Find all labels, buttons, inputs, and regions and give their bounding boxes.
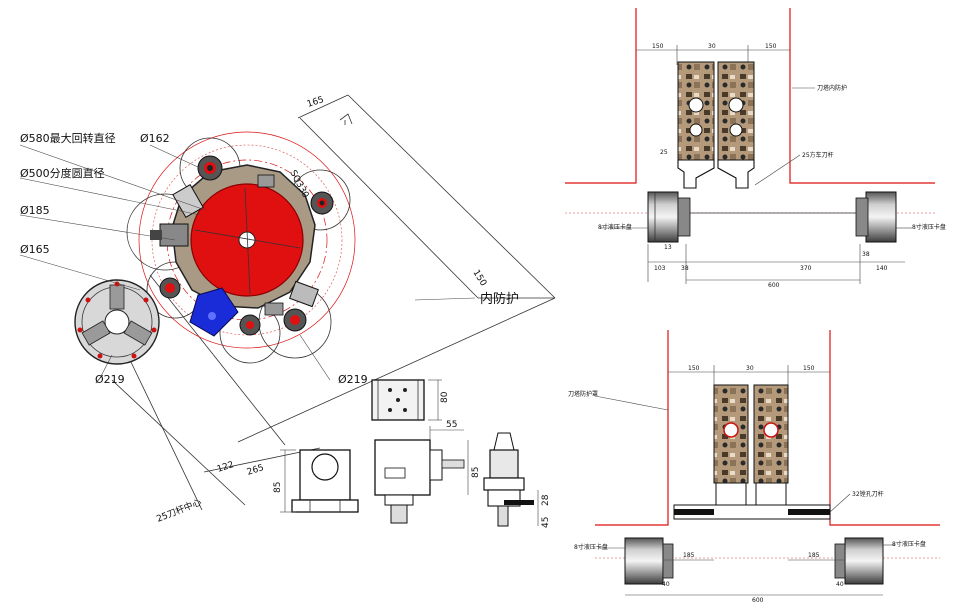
dim-122: 122	[216, 460, 235, 475]
br-chuck-left	[624, 537, 674, 585]
br-dim-150b: 150	[803, 365, 815, 372]
br-dim-150a: 150	[688, 365, 700, 372]
tr-dim-140: 140	[876, 265, 888, 272]
br-label-chuck-right: 8寸液压卡盘	[892, 540, 926, 548]
tr-dim-38a: 38	[681, 265, 689, 272]
label-d185: Ø185	[20, 204, 50, 217]
tr-label-tool: 25方车刀杆	[802, 151, 834, 159]
tr-label-chuck-right: 8寸液压卡盘	[912, 223, 946, 231]
tr-dim-150b: 150	[765, 43, 777, 50]
dim-holder-85: 85	[471, 467, 481, 478]
tr-dim-600: 600	[768, 282, 780, 289]
label-inner-guard: 内防护	[480, 291, 519, 307]
top-right-layout: 150 30 150 25 刀塔内防护 25方车刀杆 8寸液压卡盘	[565, 8, 946, 289]
vertical-tool: 28 45	[483, 432, 551, 528]
tr-dim-25: 25	[660, 149, 668, 156]
bracket: 85	[273, 449, 359, 513]
dim-150: 150	[470, 268, 488, 288]
label-tool-center: 25刀杆中心	[155, 496, 203, 525]
angle-holder: 55 85	[374, 420, 481, 524]
construction-lines	[111, 94, 556, 511]
tr-chuck-right	[855, 191, 897, 243]
clamp-block: 80	[371, 379, 450, 421]
label-max-swing: Ø580最大回转直径	[20, 131, 116, 145]
tr-dim-38b: 38	[862, 251, 870, 258]
driven-tool-block	[189, 287, 239, 337]
label-d162: Ø162	[140, 132, 170, 145]
tr-label-guard: 刀塔内防护	[817, 84, 847, 92]
br-label-guard: 刀塔防护罩	[568, 390, 598, 398]
dim-165: 165	[306, 95, 325, 110]
tool-holder-parts: 80 85 55 85	[273, 379, 551, 528]
bottom-right-layout: 150 30 150 刀塔防护罩 32镗孔刀杆 8寸液压卡盘 8寸液压卡盘	[568, 330, 940, 604]
dim-bracket-85: 85	[273, 482, 283, 493]
label-d219-right: Ø219	[338, 373, 368, 386]
chuck-front-view	[74, 279, 160, 365]
dim-holder-55: 55	[446, 420, 457, 430]
tr-dim-13: 13	[664, 244, 672, 251]
turret-front-view: Ø580最大回转直径 Ø500分度圆直径 Ø185 Ø165 Ø162 Ø219…	[19, 94, 556, 525]
br-dim-185b: 185	[808, 552, 820, 559]
label-d165: Ø165	[20, 243, 50, 256]
leader-lines	[19, 144, 476, 381]
dim-tool-45: 45	[541, 517, 551, 528]
dim-tool-28: 28	[541, 494, 551, 506]
label-index-circle: Ø500分度圆直径	[20, 166, 105, 180]
tr-dim-150a: 150	[652, 43, 664, 50]
tr-chuck-left	[647, 191, 691, 243]
br-chuck-right	[834, 537, 884, 585]
label-d219-left: Ø219	[95, 373, 125, 386]
dim-265: 265	[246, 463, 265, 478]
tr-dim-370: 370	[800, 265, 812, 272]
br-dim-40a: 40	[662, 581, 670, 588]
br-dim-600: 600	[752, 597, 764, 604]
dim-block-80: 80	[440, 391, 450, 403]
tr-dim-30: 30	[708, 43, 716, 50]
br-dim-185a: 185	[683, 552, 695, 559]
br-label-boring-bar: 32镗孔刀杆	[852, 490, 884, 498]
br-dim-30: 30	[746, 365, 754, 372]
tr-dim-103: 103	[654, 265, 666, 272]
tool-stations	[150, 155, 334, 337]
tr-label-chuck-left: 8寸液压卡盘	[598, 223, 632, 231]
br-label-chuck-left: 8寸液压卡盘	[574, 543, 608, 551]
br-dim-40b: 40	[836, 581, 844, 588]
